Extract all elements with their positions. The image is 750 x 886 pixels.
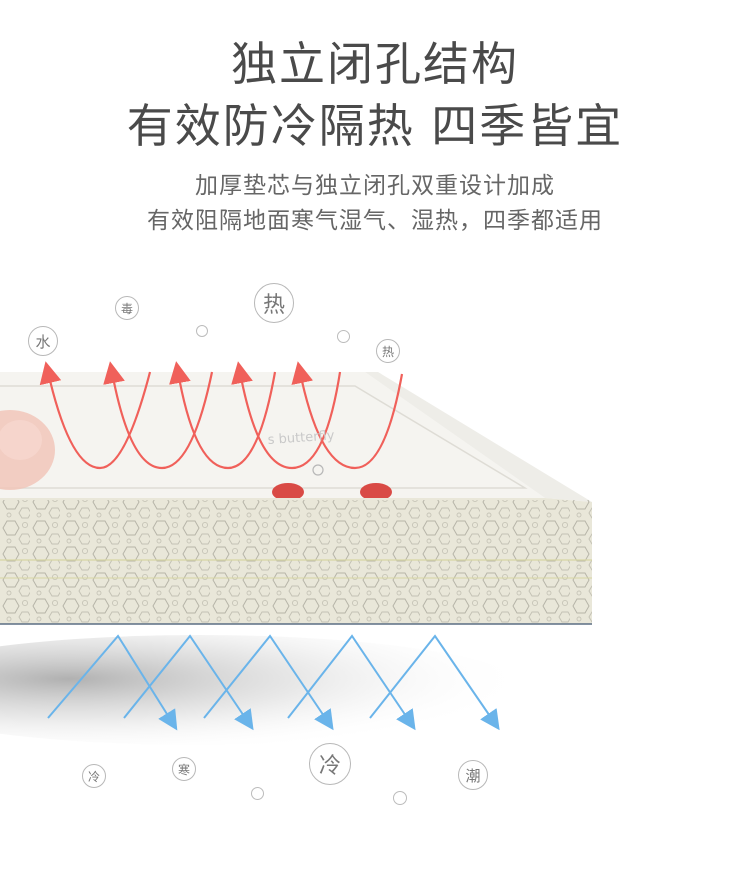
bubble-shui: 水 (28, 326, 58, 356)
mat-top-edge (365, 372, 592, 502)
mat-top-surface (0, 372, 545, 498)
bubble-re-small: 热 (376, 339, 400, 363)
mat-inner-border (0, 385, 528, 489)
heat-arrows (39, 361, 404, 470)
bubble-empty (196, 325, 208, 337)
bubble-leng-large: 冷 (309, 743, 351, 785)
cold-arrows (47, 634, 500, 731)
bubble-leng-small: 冷 (82, 764, 106, 788)
mat-print-text: s butterfly (267, 428, 335, 448)
floor-shadow (0, 635, 530, 745)
subtitle-line-2: 有效阻隔地面寒气湿气、湿热，四季都适用 (147, 208, 603, 234)
bubble-empty (337, 330, 350, 343)
bubble-han: 寒 (172, 757, 196, 781)
bubble-empty (393, 791, 407, 805)
bubble-empty (251, 787, 264, 800)
subtitle-line-1: 加厚垫芯与独立闭孔双重设计加成 (195, 173, 555, 199)
bubble-du: 毒 (115, 296, 139, 320)
mat-print-butterfly-right (360, 483, 392, 501)
headline-line-2: 有效防冷隔热 四季皆宜 (126, 99, 624, 153)
headline-line-1: 独立闭孔结构 (231, 37, 519, 91)
bubble-re-large: 热 (254, 283, 294, 323)
bubble-chao: 潮 (458, 760, 488, 790)
mat-print-butterfly-left (272, 483, 304, 501)
